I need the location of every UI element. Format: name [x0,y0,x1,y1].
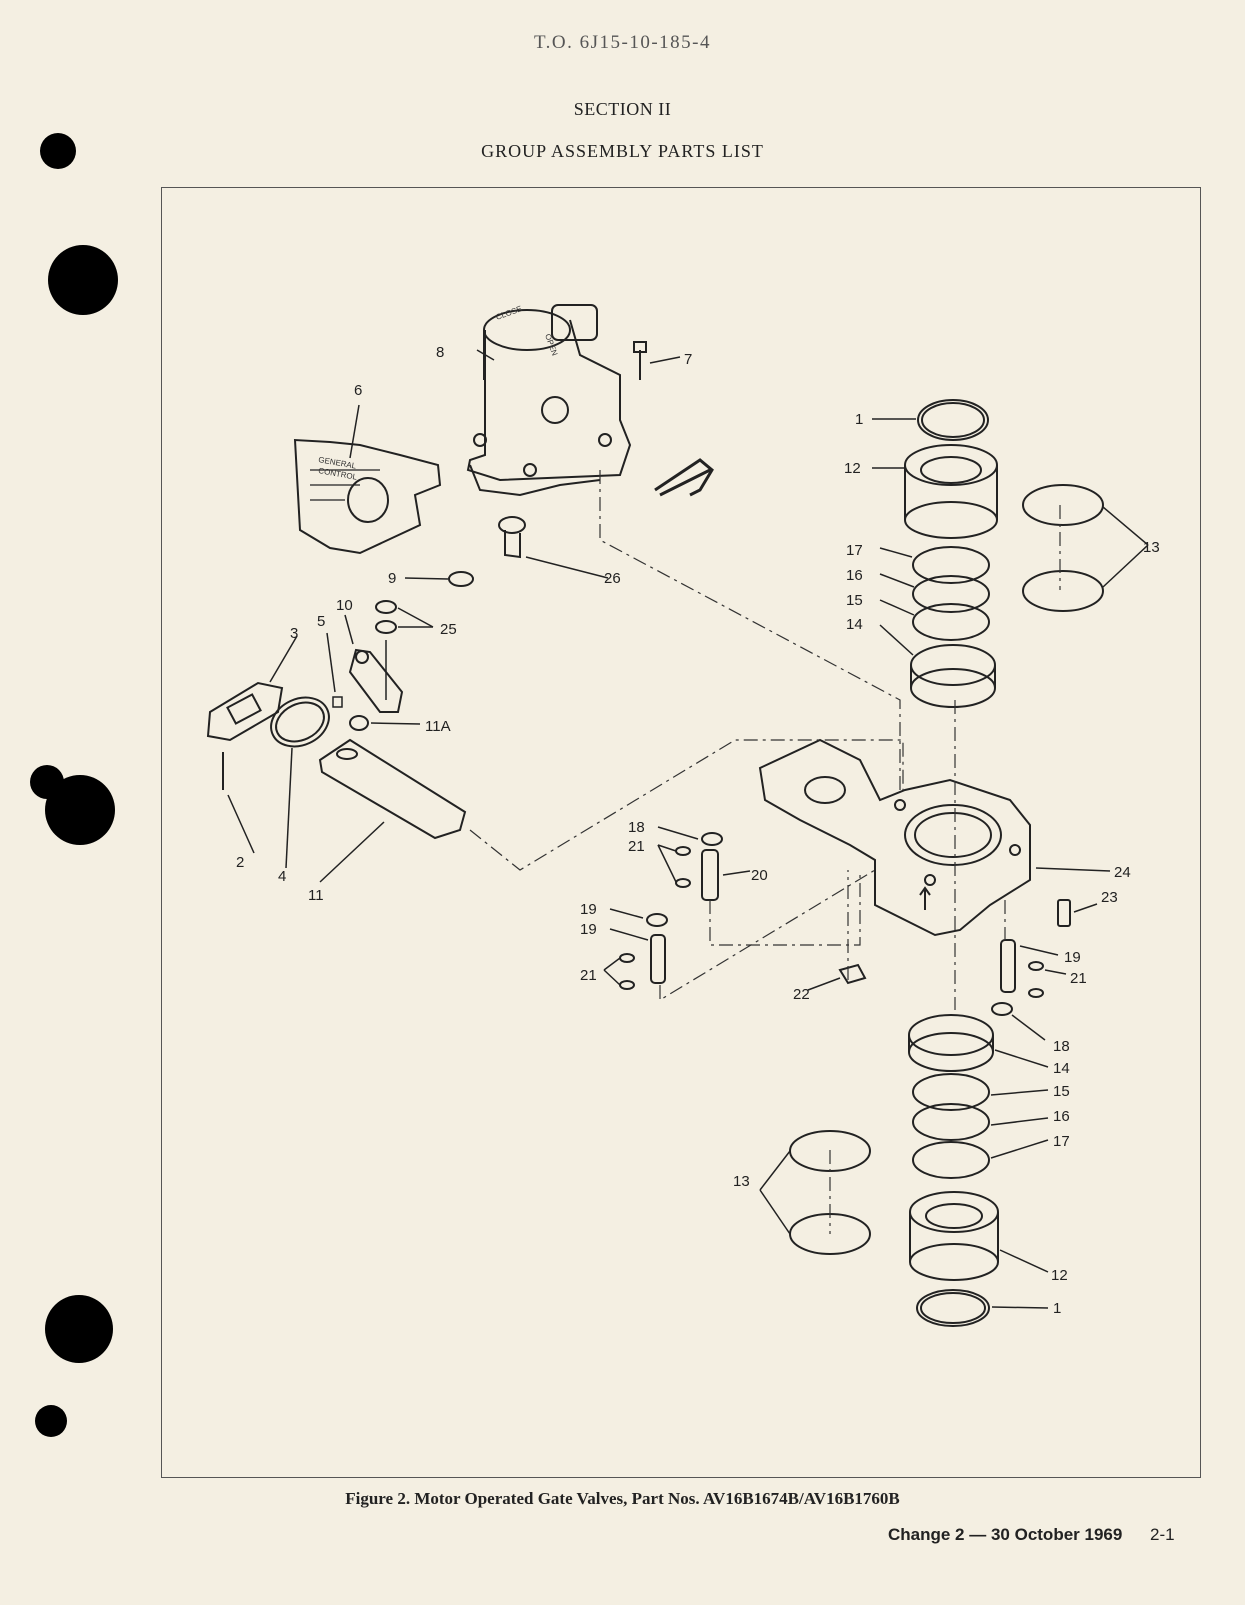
callout-label: 9 [388,570,396,587]
callout-label: 19 [580,921,597,938]
callout-label: 12 [844,460,861,477]
callout-label: 15 [846,592,863,609]
callout-label: 12 [1051,1267,1068,1284]
nameplate-part [293,438,442,555]
shaft-part [498,516,526,559]
callout-label: 26 [604,570,621,587]
callout-label: 21 [1070,970,1087,987]
callout-label: 4 [278,868,286,885]
callout-label: 7 [684,351,692,368]
callout-label: 21 [580,967,597,984]
binder-hole [35,1405,67,1437]
callout-label: 14 [1053,1060,1070,1077]
callout-label: 3 [290,625,298,642]
callout-label: 13 [1143,539,1160,556]
callout-label: 17 [1053,1133,1070,1150]
technical-order-number: T.O. 6J15-10-185-4 [533,32,712,53]
callout-label: 23 [1101,889,1118,906]
callout-label: 5 [317,613,325,630]
binder-hole [48,245,118,315]
callout-label: 19 [580,901,597,918]
change-notice: Change 2 — 30 October 1969 [888,1525,1123,1544]
callout-label: 17 [846,542,863,559]
callout-label: 14 [846,616,863,633]
callout-label: 15 [1053,1083,1070,1100]
figure-caption: Figure 2. Motor Operated Gate Valves, Pa… [345,1489,900,1508]
callout-label: 13 [733,1173,750,1190]
callout-label: 16 [846,567,863,584]
callout-label: 10 [336,597,353,614]
callout-label: 24 [1114,864,1131,881]
callout-label: 11 [308,887,324,904]
motor-marking: OPEN [543,333,559,358]
callout-label: 22 [793,986,810,1003]
callout-label: 11A [425,718,451,735]
callout-label: 20 [751,867,768,884]
callout-label: 16 [1053,1108,1070,1125]
page-title: GROUP ASSEMBLY PARTS LIST [481,141,764,161]
binder-hole [45,1295,113,1363]
callout-label: 18 [628,819,645,836]
binder-hole [40,133,76,169]
motor-marking: CLOSE [495,304,524,322]
section-heading: SECTION II [573,99,672,119]
callout-label: 6 [354,382,362,399]
valve-body-part [758,738,1031,937]
callout-label: 25 [440,621,457,638]
page-number: 2-1 [1150,1525,1175,1544]
motor-housing-part [466,304,632,497]
callout-label: 21 [628,838,645,855]
callout-label: 8 [436,344,444,361]
callout-label: 2 [236,854,244,871]
binder-hole [45,775,115,845]
callout-label: 19 [1064,949,1081,966]
figure-frame [161,187,1201,1478]
callout-label: 1 [855,411,863,428]
sleeve-part [904,444,998,539]
callout-label: 1 [1053,1300,1061,1317]
callout-label: 18 [1053,1038,1070,1055]
